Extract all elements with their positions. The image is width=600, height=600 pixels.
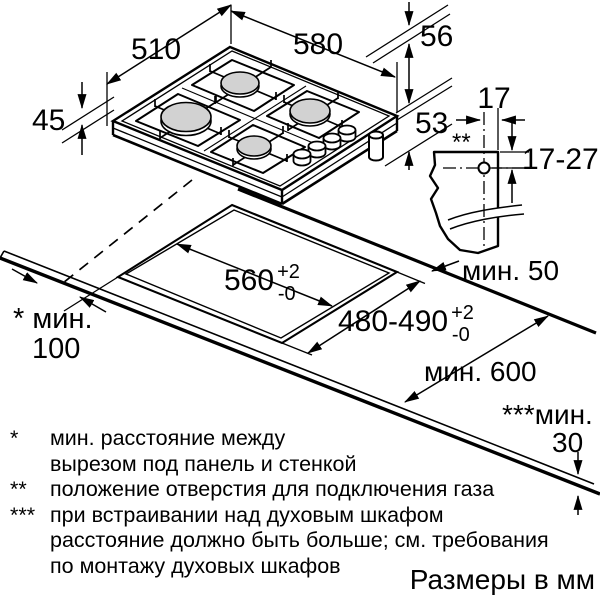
cutout-depth-label: 480-490+2-0 xyxy=(338,302,474,346)
cutout-depth-value: 480-490 xyxy=(338,305,448,338)
cutout-depth-tol-minus: -0 xyxy=(452,324,470,346)
min-600-label: мин. 600 xyxy=(424,356,537,387)
cutout-width-tol-plus: +2 xyxy=(277,261,300,283)
footnote-text: положение отверстия для подключения газа xyxy=(50,477,494,503)
dimension-labels: 510 580 45 56 53 17 ** 17-27 мин. 50 560… xyxy=(13,20,599,458)
footnotes: * мин. расстояние между вырезом под пане… xyxy=(10,426,570,579)
hob-foot xyxy=(368,130,384,162)
cutout-width-value: 560 xyxy=(224,264,274,297)
footnote-wall-distance: * мин. расстояние между вырезом под пане… xyxy=(10,426,570,477)
dim-45-label: 45 xyxy=(32,104,65,137)
footnote-marker: * xyxy=(10,426,19,450)
min-100-value: 100 xyxy=(32,333,80,365)
footnote-line: вырезом под панель и стенкой xyxy=(50,451,357,476)
burners xyxy=(160,71,331,160)
cutout-width-tol-minus: -0 xyxy=(278,283,296,305)
gas-hole xyxy=(477,161,491,175)
footnote-text: при встраивании над духовым шкафом расст… xyxy=(50,503,549,580)
cutout-depth-tol-plus: +2 xyxy=(451,302,474,324)
footnote-line: мин. расстояние между xyxy=(50,426,286,450)
hob-drawing xyxy=(110,45,400,206)
footnote-text: мин. расстояние между вырезом под панель… xyxy=(50,426,357,477)
min-30-value: 30 xyxy=(552,427,583,458)
countertop-drawing xyxy=(0,179,600,496)
dim-17-label: 17 xyxy=(477,82,510,115)
footnote-line: расстояние должно быть больше; см. требо… xyxy=(50,528,549,552)
dimension-lines xyxy=(11,2,583,515)
dim-53-label: 53 xyxy=(415,107,448,140)
units-label: Размеры в мм xyxy=(409,564,595,595)
cutout-width-label: 560+2-0 xyxy=(224,261,300,305)
control-knobs xyxy=(292,124,357,167)
min-30-label: ***мин. xyxy=(502,399,593,430)
gas-hole-marker: ** xyxy=(452,129,471,156)
footnote-line: при встраивании над духовым шкафом xyxy=(50,502,444,527)
wall-line xyxy=(62,179,193,284)
footnote-line: положение отверстия для подключения газа xyxy=(50,477,495,501)
dim-510-label: 510 xyxy=(131,33,181,66)
footnote-gas-hole: ** положение отверстия для подключения г… xyxy=(10,477,570,503)
dim-17-27-label: 17-27 xyxy=(522,143,599,176)
footnote-line: по монтажу духовых шкафов xyxy=(50,553,341,578)
gas-connection-detail xyxy=(428,112,528,255)
footnote-marker: *** xyxy=(10,502,36,527)
min-100-label: * мин. xyxy=(13,303,93,335)
footnote-marker: ** xyxy=(10,477,27,501)
footnote-oven-clearance: *** при встраивании над духовым шкафом р… xyxy=(10,503,570,580)
dim-56-label: 56 xyxy=(420,20,453,53)
dim-580-label: 580 xyxy=(293,28,343,61)
min-50-label: мин. 50 xyxy=(462,255,559,286)
